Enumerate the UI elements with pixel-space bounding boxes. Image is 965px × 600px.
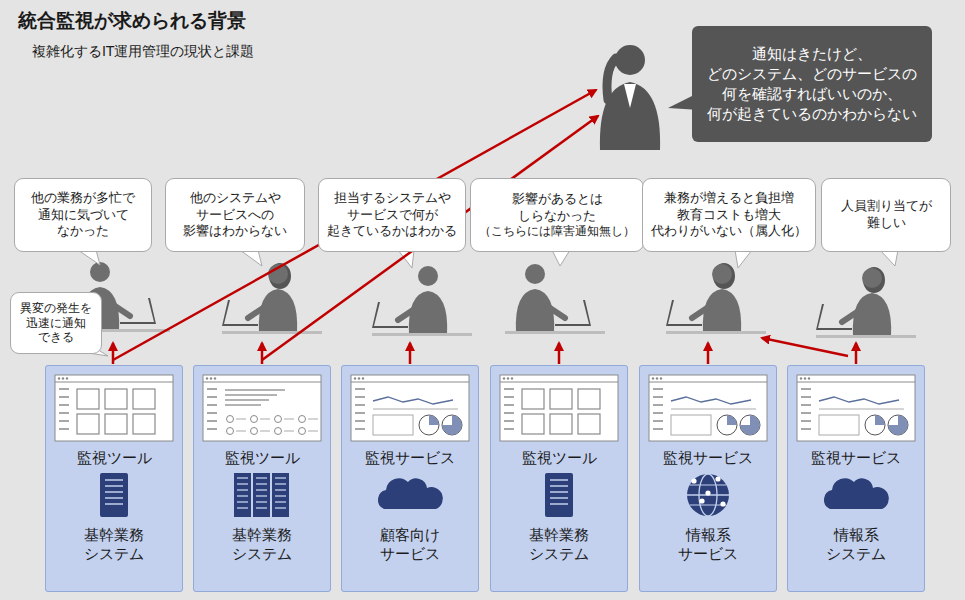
node-subtext: 顧客向け サービス — [379, 526, 441, 565]
panel-decoration — [787, 365, 925, 592]
speech-bubble: 人員割り当てが 難しい — [821, 178, 951, 252]
screen-mockup — [649, 375, 767, 441]
node-text: 他のシステムや サービスへの 影響はわからない — [182, 190, 288, 241]
node-text: 監視サービス — [810, 449, 902, 469]
node-text: 監視サービス — [662, 449, 754, 469]
notification-arrow — [112, 343, 115, 364]
title: 統合監視が求められる背景 — [18, 8, 246, 34]
panel-ground — [639, 365, 777, 592]
panel-decoration — [341, 365, 479, 592]
node-text: 監視サービス — [364, 449, 456, 469]
node-text: 兼務が増えると負担増 教育コストも増大 代わりがいない（属人化） — [650, 190, 808, 241]
node-subtext: 基幹業務 システム — [528, 526, 590, 565]
person-silhouette — [666, 263, 766, 334]
panel-ground — [490, 365, 628, 592]
node-text: 担当するシステムや サービスで何が 起きているかはわかる — [326, 190, 458, 241]
speech-bubble: 他のシステムや サービスへの 影響はわからない — [165, 178, 305, 252]
manager-silhouette — [600, 45, 660, 150]
monitor-panel: 監視サービス顧客向け サービス — [341, 365, 479, 592]
node-subtext: （こちらには障害通知無し） — [478, 224, 636, 239]
person-silhouette — [222, 263, 322, 334]
server-icon — [100, 473, 128, 517]
notification-arrow — [855, 343, 858, 364]
panel-decoration — [639, 365, 777, 592]
screen-mockup — [500, 375, 618, 441]
notification-arrow — [409, 343, 412, 364]
bubble-tail — [880, 250, 898, 266]
cloud-icon — [824, 478, 889, 509]
screen-mockup — [203, 375, 321, 441]
notification-arrow — [707, 343, 710, 364]
globe-icon — [687, 474, 729, 516]
node-subtext: 情報系 サービス — [677, 526, 739, 565]
notification-arrow — [558, 343, 561, 364]
server-icon — [545, 473, 573, 517]
notification-arrow — [261, 343, 264, 364]
node-text: 人員割り当てが 難しい — [840, 198, 933, 232]
speech-bubble: 兼務が増えると負担増 教育コストも増大 代わりがいない（属人化） — [642, 178, 816, 252]
node-subtext: 基幹業務 システム — [231, 526, 293, 565]
bubble-tail — [78, 250, 100, 265]
node-text: 監視ツール — [224, 449, 301, 469]
node-text: 通知はきたけど、 どのシステム、どのサービスの 何を確認すればいいのか、 何が起… — [706, 44, 918, 125]
node-text: 監視ツール — [76, 449, 153, 469]
monitor-panel: 監視サービス情報系 サービス — [639, 365, 777, 592]
rack-icon — [234, 473, 289, 517]
speech-bubble: 担当するシステムや サービスで何が 起きているかはわかる — [318, 178, 466, 252]
node-subtext: 情報系 システム — [825, 526, 887, 565]
panel-decoration — [45, 365, 183, 592]
subtitle: 複雑化するIT運用管理の現状と課題 — [32, 43, 254, 61]
person-silhouette — [816, 267, 916, 338]
monitor-panel: 監視ツール基幹業務 システム — [490, 365, 628, 592]
notification-arrow — [762, 338, 848, 356]
person-silhouette — [372, 266, 472, 336]
panel-ground — [193, 365, 331, 592]
monitor-panel: 監視ツール基幹業務 システム — [45, 365, 183, 592]
node-text: 監視ツール — [521, 449, 598, 469]
panel-decoration — [490, 365, 628, 592]
bubble-tail — [735, 250, 752, 268]
bubble-tail — [552, 250, 570, 266]
panel-decoration — [193, 365, 331, 592]
note-bubble: 異変の発生を 迅速に通知 できる — [10, 292, 102, 354]
screen-mockup — [351, 375, 469, 441]
panel-ground — [787, 365, 925, 592]
node-text: 異変の発生を 迅速に通知 できる — [19, 301, 93, 346]
screen-mockup — [55, 375, 173, 441]
node-text: 影響があるとは しらなかった — [511, 191, 604, 225]
speech-bubble: 他の業務が多忙で 通知に気づいて なかった — [14, 178, 152, 252]
node-subtext: 基幹業務 システム — [83, 526, 145, 565]
bubble-tail — [240, 250, 262, 266]
node-text: 他の業務が多忙で 通知に気づいて なかった — [30, 190, 136, 241]
panel-ground — [45, 365, 183, 592]
manager-speech-bubble: 通知はきたけど、 どのシステム、どのサービスの 何を確認すればいいのか、 何が起… — [692, 26, 932, 142]
monitor-panel: 監視サービス情報系 システム — [787, 365, 925, 592]
speech-bubble: 影響があるとは しらなかった（こちらには障害通知無し） — [470, 178, 644, 252]
cloud-icon — [378, 478, 443, 509]
monitor-panel: 監視ツール基幹業務 システム — [193, 365, 331, 592]
person-silhouette — [505, 264, 605, 334]
screen-mockup — [797, 375, 915, 441]
panel-ground — [341, 365, 479, 592]
